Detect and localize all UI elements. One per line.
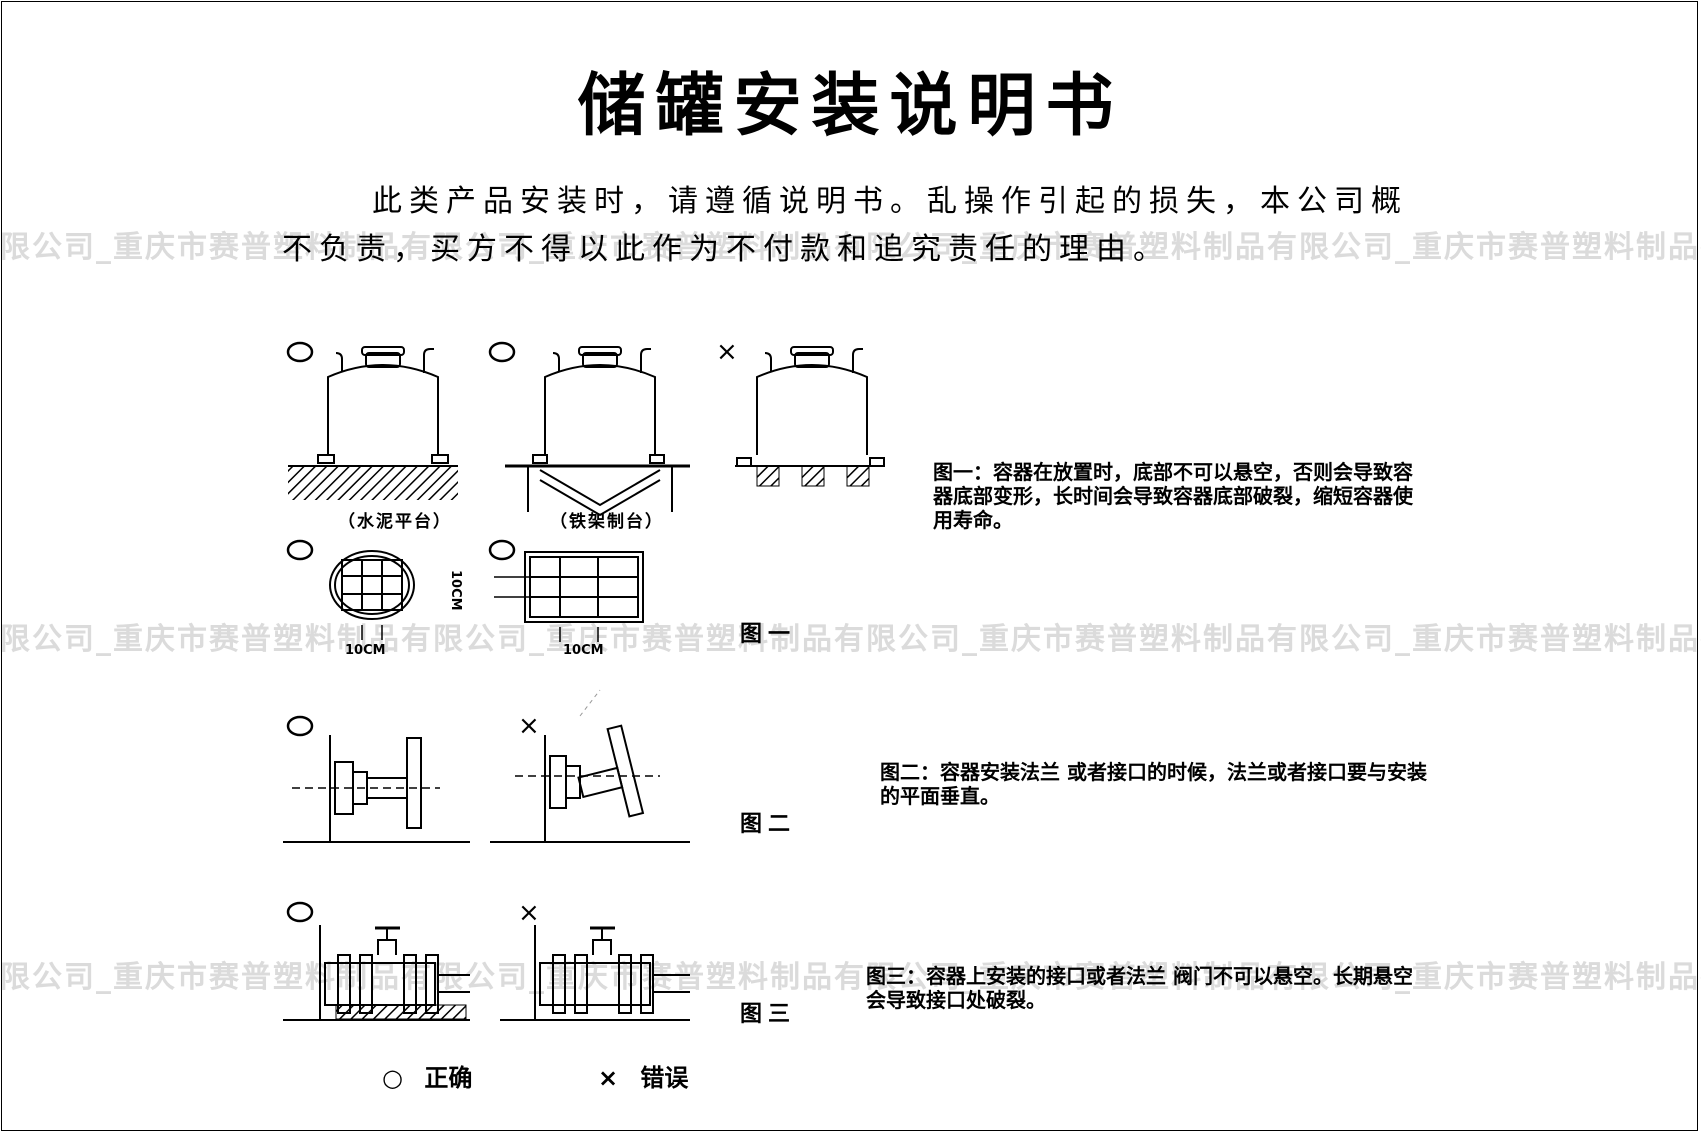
dimension-label-mid: 10CM (563, 643, 604, 658)
svg-text:×: × (518, 711, 540, 741)
fig3-diagrams: × (283, 898, 690, 1021)
figure3-label: 图三 (740, 1002, 797, 1027)
svg-text:×: × (518, 898, 540, 928)
round-support-grid (329, 550, 415, 640)
wrong-cross-icon: × (598, 1064, 619, 1092)
tank-concrete-platform (288, 346, 458, 500)
watermark-row-3: 限公司_重庆市赛普塑料制品有限公司_重庆市赛普塑料制品有限公司_重庆市赛普塑料制… (0, 960, 1701, 995)
figure1-label: 图一 (740, 622, 797, 647)
tank-iron-frame (505, 346, 690, 517)
watermark-row-1: 限公司_重庆市赛普塑料制品有限公司_重庆市赛普塑料制品有限公司_重庆市赛普塑料制… (0, 230, 1701, 265)
page-title: 储罐安装说明书 (577, 67, 1124, 146)
figure2-note: 图二：容器安装法兰 或者接口的时候，法兰或者接口要与安装的平面垂直。 (880, 760, 1427, 808)
legend-correct-label: 正确 (424, 1064, 473, 1092)
dimension-label-vertical: 10CM (448, 570, 463, 611)
rect-support-grid (494, 551, 644, 642)
caption-iron-frame: （铁架制台） (550, 512, 664, 532)
correct-circle-icon: ○ (382, 1064, 403, 1092)
figure3-note: 图三：容器上安装的接口或者法兰 阀门不可以悬空。长期悬空会导致接口处破裂。 (866, 964, 1413, 1012)
fig2-diagrams: × (283, 689, 690, 843)
legend-correct: ○ 正确 (382, 1058, 472, 1093)
caption-concrete-platform: （水泥平台） (338, 512, 452, 532)
tank-on-blocks-wrong (735, 346, 885, 487)
legend-wrong-label: 错误 (640, 1064, 689, 1092)
intro-paragraph: 此类产品安装时，请遵循说明书。乱操作引起的损失，本公司概不负责，买方不得以此作为… (282, 184, 1408, 267)
watermark-row-2: 限公司_重庆市赛普塑料制品有限公司_重庆市赛普塑料制品有限公司_重庆市赛普塑料制… (0, 622, 1701, 657)
dimension-label-left: 10CM (345, 643, 386, 658)
legend-wrong: × 错误 (598, 1058, 688, 1093)
fig1-marks: × (286, 337, 738, 561)
figure1-note: 图一：容器在放置时，底部不可以悬空，否则会导致容器底部变形，长时间会导致容器底部… (933, 460, 1413, 532)
svg-text:×: × (716, 337, 738, 367)
figure2-label: 图二 (740, 812, 797, 837)
